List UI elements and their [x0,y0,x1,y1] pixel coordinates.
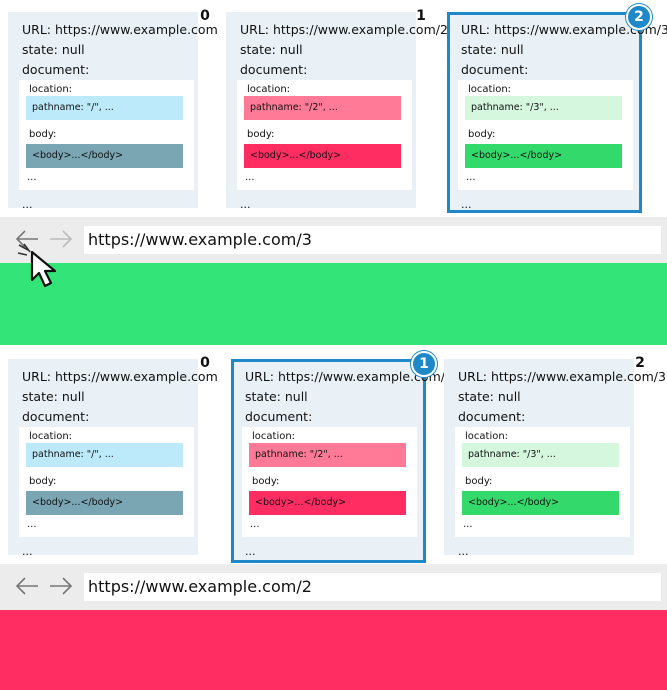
entry-state: state: null [22,389,85,404]
history-entry-card-active: URL: https://www.example.com/3 state: nu… [447,12,667,213]
entry-document-label: document: [22,409,90,424]
pathname-bar: pathname: "/3", ... [462,443,619,467]
body-label: body: [247,129,275,140]
history-entry-card: URL: https://www.example.com state: null… [8,359,218,558]
body-bar: <body>...</body> [465,144,622,168]
body-label: body: [29,129,57,140]
location-label: location: [29,84,73,95]
history-entry-card-active: URL: https://www.example.com/2 state: nu… [231,359,453,563]
document-more: ... [463,519,473,530]
document-box: location: pathname: "/2", ... body: <bod… [237,80,412,190]
entry-more: ... [22,198,33,211]
entry-index-badge: 2 [635,355,645,371]
entry-index-badge: 0 [200,8,210,24]
entry-more: ... [245,545,256,558]
entry-document-label: document: [245,409,313,424]
pathname-bar: pathname: "/2", ... [249,443,406,467]
document-more: ... [27,172,37,183]
entry-more: ... [22,545,33,558]
body-label: body: [29,476,57,487]
forward-arrow-icon[interactable] [48,575,74,601]
history-entry-card: URL: https://www.example.com/3 state: nu… [444,359,666,558]
location-label: location: [468,84,512,95]
entry-index-badge-active: 2 [626,4,652,30]
address-bar[interactable]: https://www.example.com/2 [84,573,661,601]
document-box: location: pathname: "/2", ... body: <bod… [242,427,417,537]
entry-url: URL: https://www.example.com/3 [458,369,666,384]
body-bar: <body>...</body> [26,144,183,168]
browser-toolbar: https://www.example.com/2 [0,564,667,610]
browser-toolbar: https://www.example.com/3 [0,217,667,263]
document-more: ... [27,519,37,530]
document-box: location: pathname: "/3", ... body: <bod… [455,427,630,537]
page-content-area [0,610,667,690]
document-more: ... [466,172,476,183]
entry-state: state: null [461,42,524,57]
body-label: body: [252,476,280,487]
entry-index-badge: 0 [200,355,210,371]
body-bar: <body>...</body> [244,144,401,168]
forward-arrow-icon[interactable] [48,228,74,254]
document-more: ... [245,172,255,183]
back-arrow-icon[interactable] [14,228,40,254]
entry-document-label: document: [461,62,529,77]
history-entry-card: URL: https://www.example.com state: null… [8,12,218,211]
page-content-area [0,263,667,345]
entry-state: state: null [22,42,85,57]
document-box: location: pathname: "/", ... body: <body… [19,80,194,190]
document-more: ... [250,519,260,530]
document-box: location: pathname: "/3", ... body: <bod… [458,80,633,190]
history-entry-card: URL: https://www.example.com/2 state: nu… [226,12,448,211]
pathname-bar: pathname: "/2", ... [244,96,401,120]
entry-url: URL: https://www.example.com/3 [461,22,667,37]
back-arrow-icon[interactable] [14,575,40,601]
body-label: body: [465,476,493,487]
entry-url: URL: https://www.example.com/2 [240,22,448,37]
pathname-bar: pathname: "/3", ... [465,96,622,120]
entry-index-badge: 1 [416,8,426,24]
entry-url: URL: https://www.example.com/2 [245,369,453,384]
entry-index-badge-active: 1 [411,351,437,377]
location-label: location: [247,84,291,95]
entry-state: state: null [240,42,303,57]
entry-url: URL: https://www.example.com [22,22,218,37]
pathname-bar: pathname: "/", ... [26,443,183,467]
entry-url: URL: https://www.example.com [22,369,218,384]
body-bar: <body>...</body> [249,491,406,515]
location-label: location: [465,431,509,442]
pathname-bar: pathname: "/", ... [26,96,183,120]
address-bar[interactable]: https://www.example.com/3 [84,226,661,254]
location-label: location: [29,431,73,442]
location-label: location: [252,431,296,442]
body-label: body: [468,129,496,140]
entry-document-label: document: [458,409,526,424]
entry-more: ... [240,198,251,211]
mouse-cursor-icon [16,242,72,298]
body-bar: <body>...</body> [462,491,619,515]
entry-state: state: null [245,389,308,404]
entry-document-label: document: [22,62,90,77]
entry-more: ... [458,545,469,558]
entry-document-label: document: [240,62,308,77]
entry-state: state: null [458,389,521,404]
body-bar: <body>...</body> [26,491,183,515]
document-box: location: pathname: "/", ... body: <body… [19,427,194,537]
entry-more: ... [461,198,472,211]
